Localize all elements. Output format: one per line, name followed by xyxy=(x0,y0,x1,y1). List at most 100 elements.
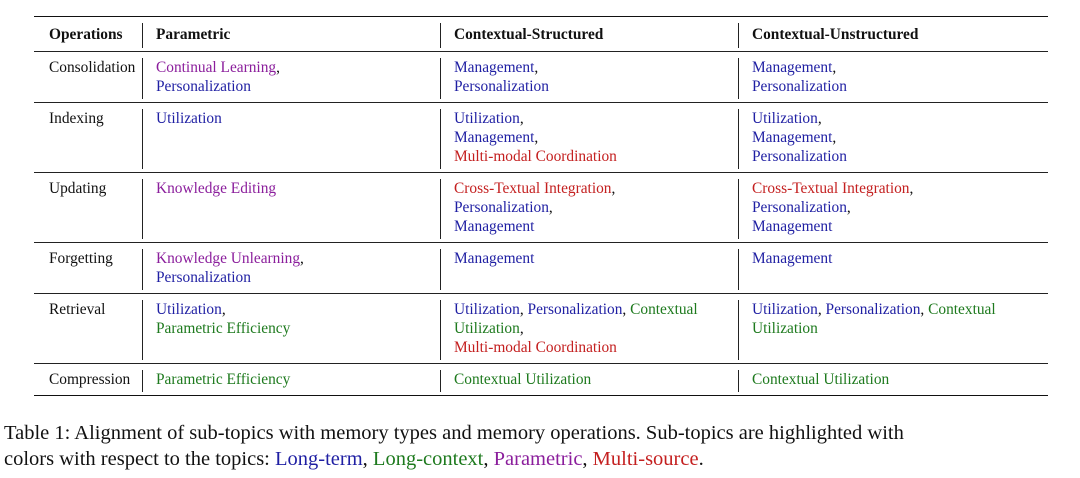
subtopic-text: Contextual xyxy=(630,301,698,318)
subtopic-text: Management xyxy=(454,250,535,267)
header-parametric: Parametric xyxy=(142,17,440,51)
subtopic-text: , xyxy=(221,301,226,318)
subtopic-text: Cross-Textual Integration xyxy=(454,180,612,197)
subtopic-text: , xyxy=(276,59,280,76)
subtopic-text: Personalization xyxy=(527,301,623,318)
cell-line: Knowledge Unlearning, xyxy=(156,249,440,268)
subtopic-text: , xyxy=(920,301,929,318)
subtopic-text: Management xyxy=(454,129,535,146)
caption-text: Multi-source xyxy=(592,448,699,470)
caption-text: Long-term xyxy=(275,448,363,470)
subtopic-text: , xyxy=(548,199,553,216)
table-cell: Parametric Efficiency xyxy=(142,364,440,395)
header-contextual-unstructured: Contextual-Unstructured xyxy=(738,17,1048,51)
cell-line: Contextual Utilization xyxy=(752,370,1048,389)
caption-text: Parametric xyxy=(493,448,583,470)
cell-line: Utilization, Personalization, Contextual xyxy=(752,300,1048,319)
subtopic-text: Personalization xyxy=(454,78,549,95)
cell-line: Management, xyxy=(454,58,738,77)
table-cell: Contextual Utilization xyxy=(738,364,1048,395)
subtopic-text: Utilization xyxy=(752,110,818,127)
subtopic-text: , xyxy=(832,129,837,146)
table-cell: Utilization,Parametric Efficiency xyxy=(142,294,440,363)
subtopic-text: Personalization xyxy=(156,269,251,286)
operation-label: Forgetting xyxy=(49,250,113,267)
cell-line: Personalization, xyxy=(454,198,738,217)
table-cell: Utilization,Management,Multi-modal Coord… xyxy=(440,103,738,172)
cell-line: Multi-modal Coordination xyxy=(454,147,738,166)
caption-text: , xyxy=(362,448,373,470)
table-cell: Cross-Textual Integration,Personalizatio… xyxy=(440,173,738,242)
subtopic-text: Parametric Efficiency xyxy=(156,371,291,388)
subtopic-text: Utilization xyxy=(454,110,520,127)
subtopic-text: , xyxy=(534,129,539,146)
table-cell: Knowledge Editing xyxy=(142,173,440,242)
header-contextual-structured: Contextual-Structured xyxy=(440,17,738,51)
table-cell: Utilization, Personalization, Contextual… xyxy=(738,294,1048,363)
subtopic-text: Multi-modal Coordination xyxy=(454,339,617,356)
cell-line: Utilization, xyxy=(156,300,440,319)
subtopic-text: Management xyxy=(454,59,535,76)
subtopic-text: Knowledge Unlearning xyxy=(156,250,301,267)
cell-line: Utilization, xyxy=(454,109,738,128)
subtopic-text: , xyxy=(817,301,826,318)
subtopic-text: , xyxy=(909,180,914,197)
table-top-rule xyxy=(34,16,1048,17)
cell-line: Cross-Textual Integration, xyxy=(752,179,1048,198)
subtopic-text: Multi-modal Coordination xyxy=(454,148,617,165)
subtopic-text: , xyxy=(519,110,524,127)
header-operations: Operations xyxy=(49,26,123,43)
subtopic-text: , xyxy=(519,301,528,318)
operation-label: Indexing xyxy=(49,110,104,127)
table-cell: Management,Personalization xyxy=(738,52,1048,102)
cell-line: Management xyxy=(752,217,1048,236)
subtopic-text: Management xyxy=(752,250,833,267)
table-cell: Management xyxy=(440,243,738,293)
subtopic-text: Utilization xyxy=(752,301,818,318)
subtopic-text: , xyxy=(519,320,524,337)
cell-line: Utilization, xyxy=(454,319,738,338)
caption-text: colors with respect to the topics: xyxy=(4,448,275,470)
cell-line: Knowledge Editing xyxy=(156,179,440,198)
cell-line: Management, xyxy=(752,128,1048,147)
cell-line: Management xyxy=(454,249,738,268)
table-cell: Utilization,Management,Personalization xyxy=(738,103,1048,172)
cell-line: Utilization xyxy=(752,319,1048,338)
caption-line: colors with respect to the topics: Long-… xyxy=(4,446,1078,472)
subtopic-text: Personalization xyxy=(752,148,847,165)
caption-text: . xyxy=(698,448,704,470)
subtopic-text: Utilization xyxy=(454,301,520,318)
subtopic-text: , xyxy=(832,59,837,76)
table-cell: Contextual Utilization xyxy=(440,364,738,395)
alignment-table: Operations Parametric Contextual-Structu… xyxy=(34,16,1048,396)
subtopic-text: Parametric Efficiency xyxy=(156,320,291,337)
subtopic-text: , xyxy=(817,110,822,127)
cell-line: Personalization xyxy=(752,147,1048,166)
operation-label: Consolidation xyxy=(49,59,136,76)
subtopic-text: , xyxy=(300,250,304,267)
caption-text: Table 1: Alignment of sub-topics with me… xyxy=(4,422,904,444)
cell-line: Utilization xyxy=(156,109,440,128)
subtopic-text: Utilization xyxy=(752,320,818,337)
caption-text: , xyxy=(582,448,593,470)
subtopic-text: , xyxy=(611,180,616,197)
table-cell: Management,Personalization xyxy=(440,52,738,102)
subtopic-text: Personalization xyxy=(156,78,251,95)
operation-label: Updating xyxy=(49,180,107,197)
subtopic-text: Personalization xyxy=(752,199,847,216)
table-caption: Table 1: Alignment of sub-topics with me… xyxy=(4,420,1078,472)
table-cell: Knowledge Unlearning,Personalization xyxy=(142,243,440,293)
cell-line: Personalization xyxy=(454,77,738,96)
cell-line: Management xyxy=(752,249,1048,268)
table-cell: Continual Learning,Personalization xyxy=(142,52,440,102)
subtopic-text: Management xyxy=(752,218,833,235)
cell-line: Utilization, Personalization, Contextual xyxy=(454,300,738,319)
cell-line: Utilization, xyxy=(752,109,1048,128)
subtopic-text: Utilization xyxy=(156,110,222,127)
table-cell: Utilization, Personalization, Contextual… xyxy=(440,294,738,363)
